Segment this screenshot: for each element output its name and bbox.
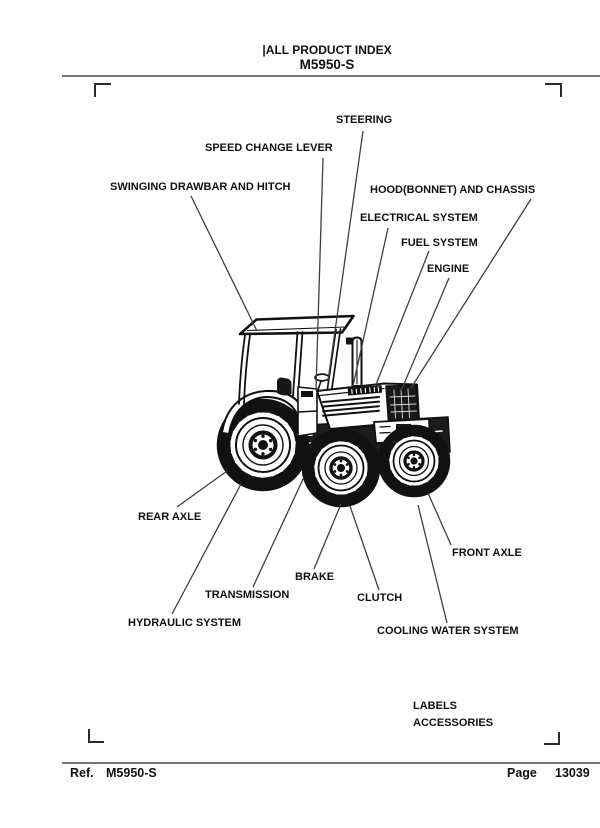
front-wheel-near <box>301 428 381 508</box>
model-number: M5950-S <box>299 57 355 72</box>
crop-mark-top-left <box>94 83 111 97</box>
model-plate <box>301 391 313 397</box>
callout-line-steering <box>327 130 364 382</box>
hood-vents <box>322 396 380 417</box>
index-entry-steering[interactable]: STEERING <box>336 114 393 126</box>
callout-line-hydraulic-system <box>171 483 242 615</box>
callout-line-cooling-water <box>417 504 448 624</box>
footer-page-number: 13039 <box>555 766 590 780</box>
callout-line-speed-change-lever <box>315 157 324 390</box>
index-entry-hood-bonnet-and-chassis[interactable]: HOOD(BONNET) AND CHASSIS <box>370 184 536 196</box>
canopy-posts <box>238 328 342 405</box>
index-entry-fuel-system[interactable]: FUEL SYSTEM <box>401 237 478 249</box>
index-entry-brake[interactable]: BRAKE <box>295 571 335 583</box>
callout-line-front-axle <box>427 492 452 546</box>
rear-wheel <box>216 398 310 492</box>
crop-mark-bottom-right <box>544 732 560 745</box>
callout-line-electrical-system <box>352 227 389 387</box>
index-entry-accessories[interactable]: ACCESSORIES <box>413 717 494 729</box>
brand-band <box>347 385 383 396</box>
canopy-roof-edge <box>246 326 347 332</box>
index-entry-engine[interactable]: ENGINE <box>427 263 470 275</box>
index-entry-rear-axle[interactable]: REAR AXLE <box>138 511 202 523</box>
index-entry-speed-change-lever[interactable]: SPEED CHANGE LEVER <box>205 142 333 154</box>
footer-ref-label: Ref. <box>70 766 94 780</box>
page-title: |ALL PRODUCT INDEX <box>262 43 392 57</box>
callout-line-engine <box>400 277 450 392</box>
callout-line-rear-axle <box>176 470 228 508</box>
index-entry-swinging-drawbar-and-hitch[interactable]: SWINGING DRAWBAR AND HITCH <box>110 181 291 193</box>
callout-line-brake <box>313 503 342 570</box>
index-entry-hydraulic-system[interactable]: HYDRAULIC SYSTEM <box>128 617 242 629</box>
callout-line-swinging-drawbar <box>190 195 258 332</box>
index-entry-transmission[interactable]: TRANSMISSION <box>205 589 290 601</box>
crop-mark-top-right <box>545 83 562 97</box>
crop-mark-bottom-left <box>88 729 104 743</box>
callout-line-hood-bonnet <box>410 198 532 389</box>
front-wheel-far <box>377 424 451 498</box>
footer-page-label: Page <box>507 766 537 780</box>
callout-line-clutch <box>349 505 380 591</box>
index-entry-clutch[interactable]: CLUTCH <box>357 592 403 604</box>
header-rule <box>62 75 600 77</box>
index-entry-cooling-water-system[interactable]: COOLING WATER SYSTEM <box>377 625 519 637</box>
index-entry-front-axle[interactable]: FRONT AXLE <box>452 547 522 559</box>
index-entry-electrical-system[interactable]: ELECTRICAL SYSTEM <box>360 212 478 224</box>
footer-ref-value: M5950-S <box>106 766 157 780</box>
callout-lines <box>171 130 532 624</box>
callout-line-fuel-system <box>374 250 430 388</box>
seat <box>277 377 292 396</box>
footer-rule <box>62 762 600 764</box>
tractor-illustration <box>216 314 451 508</box>
grille-mesh <box>389 388 417 419</box>
callout-line-transmission <box>252 476 305 588</box>
index-entry-labels[interactable]: LABELS <box>413 700 457 712</box>
